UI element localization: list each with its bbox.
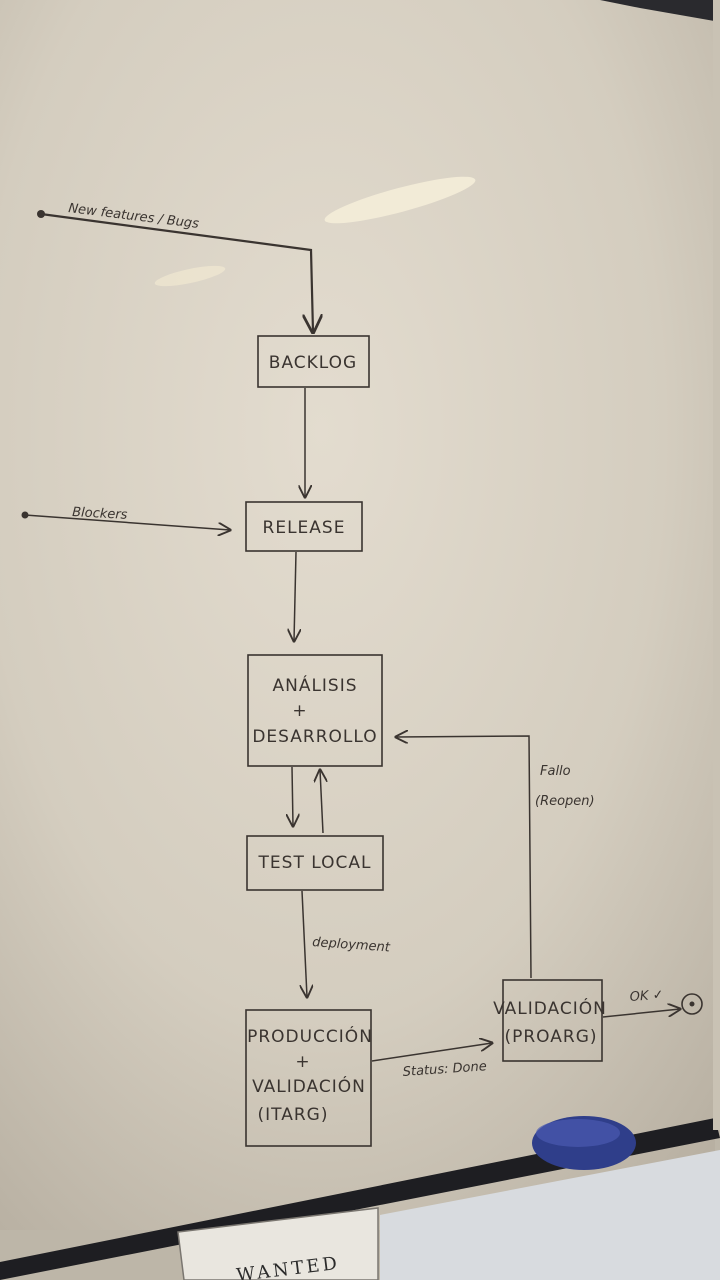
deployment-label: deployment: [312, 935, 392, 955]
validacion-proarg-label: VALIDACIÓN: [493, 997, 607, 1019]
edge-produccion-to-validacion: [371, 1043, 492, 1062]
edge-test-to-analisis: [320, 770, 323, 834]
backlog-label: BACKLOG: [269, 353, 357, 373]
reopen-label: (Reopen): [535, 794, 595, 809]
test-local-box: [246, 835, 384, 891]
desarrollo-label: DESARROLLO: [252, 727, 377, 747]
ok-label: OK ✓: [629, 988, 664, 1005]
eraser-icon: [532, 1116, 636, 1170]
edge-release-to-analisis: [294, 551, 296, 641]
wall-below: [380, 1150, 720, 1280]
release-box: [245, 501, 363, 552]
plus-label: +: [292, 701, 307, 721]
frame-top-right: [600, 0, 720, 22]
analisis-desarrollo-box: [247, 654, 383, 767]
validacion-proarg-box: [502, 979, 603, 1062]
edge-analisis-to-test: [292, 766, 293, 826]
backlog-box: [257, 335, 370, 388]
itarg-label: (ITARG): [258, 1105, 329, 1125]
fallo-label: Fallo: [540, 764, 571, 779]
release-label: RELEASE: [263, 518, 346, 538]
end-node-icon: [681, 993, 703, 1015]
edge-reopen-to-analisis: [396, 736, 532, 979]
wanted-sign: WANTED: [177, 1207, 379, 1280]
validacion-itarg-label: VALIDACIÓN: [252, 1075, 366, 1097]
status-done-label: Status: Done: [402, 1059, 487, 1080]
test-local-label: TEST LOCAL: [258, 853, 372, 873]
analisis-label: ANÁLISIS: [272, 674, 357, 696]
frame-right: [713, 0, 720, 1130]
light-glare: [324, 176, 476, 224]
produccion-label: PRODUCCIÓN: [247, 1025, 373, 1047]
light-glare: [154, 265, 226, 287]
edge-validacion-to-end: [602, 1009, 680, 1018]
proarg-label: (PROARG): [504, 1027, 597, 1047]
edge-features-to-backlog: [40, 212, 313, 332]
blockers-label: Blockers: [72, 505, 128, 523]
edge-test-to-produccion: [302, 890, 307, 997]
plus2-label: +: [295, 1052, 310, 1072]
edge-blockers-to-release: [24, 514, 230, 530]
produccion-validacion-box: [245, 1009, 372, 1147]
